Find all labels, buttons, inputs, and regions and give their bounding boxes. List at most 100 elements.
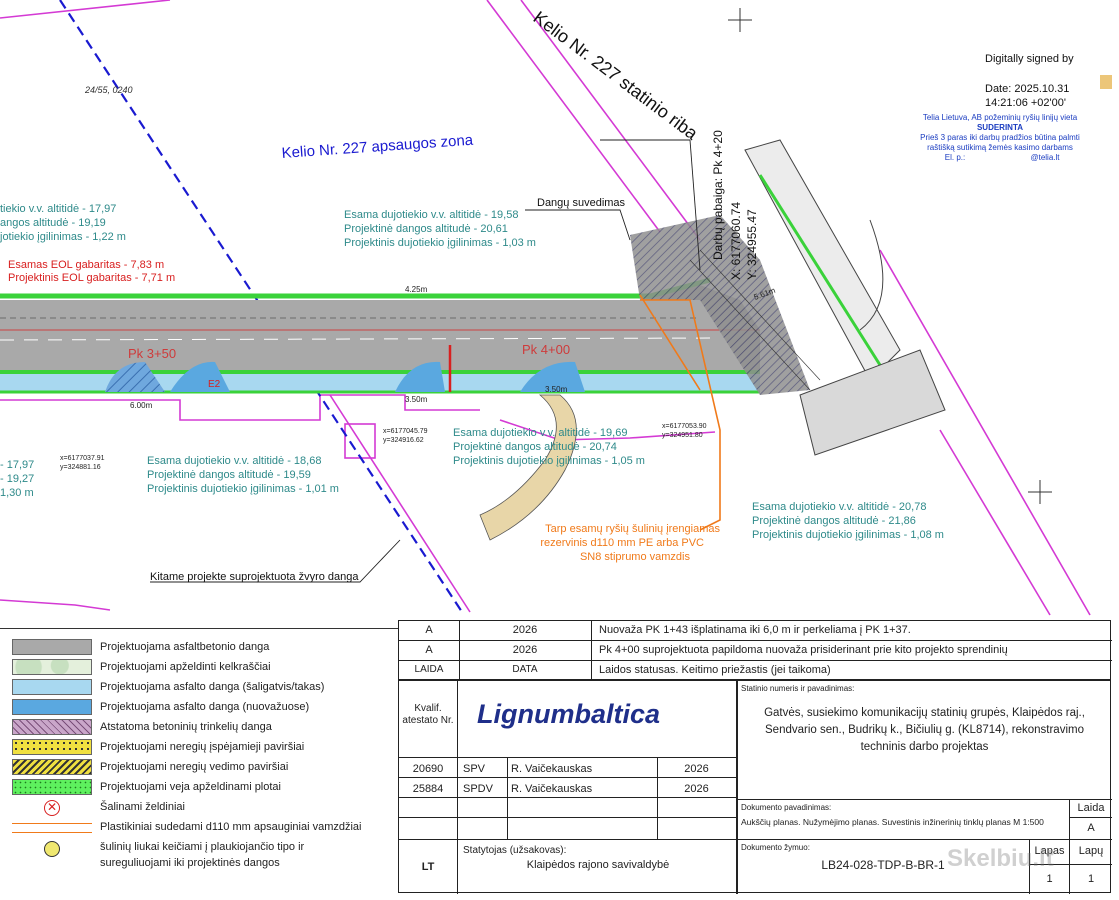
svg-text:SN8 stiprumo vamzdis: SN8 stiprumo vamzdis [580, 551, 691, 563]
coord-b1: x=6177037.91 [60, 455, 105, 462]
station-pk3: Pk 3+50 [128, 346, 176, 361]
gas-note-3: Esama dujotiekio v.v. altitidė - 19,69 P… [453, 427, 645, 467]
svg-text:@telia.lt: @telia.lt [1030, 153, 1060, 162]
work-end-label: Darbų pabaiga: Pk 4+20 [711, 130, 725, 260]
docname: Aukščių planas. Nužymėjimo planas. Suves… [741, 817, 1044, 827]
protection-zone-line [59, 0, 463, 613]
revision-table: A 2026 Nuovaža PK 1+43 išplatinama iki 6… [398, 620, 1112, 681]
object-title-line: Gatvės, susiekimo komunikacijų statinių … [764, 707, 1085, 719]
duct-lines [639, 294, 721, 531]
parcel-id: 24/55, 0240 [84, 85, 133, 95]
svg-text:Projektinė dangos altitudė - 2: Projektinė dangos altitudė - 20,74 [453, 441, 617, 453]
svg-text:14:21:06 +02'00': 14:21:06 +02'00' [985, 97, 1066, 109]
protection-zone-label: Kelio Nr. 227 apsaugos zona [281, 132, 474, 162]
person-no: 25884 [412, 783, 444, 795]
laida-value: A [1087, 822, 1095, 834]
qual-label-line: atestato Nr. [402, 715, 454, 726]
duct-note: Tarp esamų ryšių šulinių įrengiamas reze… [540, 523, 720, 563]
svg-text:Prieš 3 paras iki darbų pradži: Prieš 3 paras iki darbų pradžios būtina … [920, 133, 1080, 142]
legend-item: Projektuojami apželdinti kelkraščiai [0, 659, 398, 679]
legend-item: Projektuojami neregių vedimo paviršiai [0, 759, 398, 779]
dim-600: 6.00m [130, 401, 153, 410]
lawn-swatch [12, 779, 92, 795]
svg-text:angos altitudė - 19,19: angos altitudė - 19,19 [0, 217, 106, 229]
rev-date: 2026 [512, 644, 538, 656]
road-corridor [0, 277, 760, 394]
work-end-y: Y: 324955.47 [745, 209, 759, 280]
lapu-label: Lapų [1078, 845, 1104, 857]
svg-text:Digitally signed by: Digitally signed by [985, 53, 1074, 65]
gas-note-2: Esama dujotiekio v.v. altitidė - 18,68 P… [147, 455, 339, 495]
person-no: 20690 [412, 763, 444, 775]
eol-note: Esamas EOL gabaritas - 7,83 m Projektini… [8, 259, 175, 284]
legend-item: Projektuojama asfaltbetonio danga [0, 639, 398, 659]
svg-text:- 19,27: - 19,27 [0, 473, 34, 485]
gravel-path [479, 394, 577, 541]
object-label: Statinio numeris ir pavadinimas: [741, 684, 855, 693]
svg-text:tiekio v.v. altitidė - 17,97: tiekio v.v. altitidė - 17,97 [0, 203, 116, 215]
legend-item: Projektuojami neregių įspėjamieji pavirš… [0, 739, 398, 759]
svg-text:raštišką sutikimą žemės kasimo: raštišką sutikimą žemės kasimo darbams [927, 143, 1073, 152]
pavers-swatch [12, 719, 92, 735]
legend-label: Plastikiniai sudedami d110 mm apsauginia… [100, 821, 362, 833]
svg-text:Projektinis dujotiekio įgilini: Projektinis dujotiekio įgilinimas - 1,08… [752, 529, 944, 541]
leader-lines [150, 139, 701, 583]
green-shoulder-swatch [12, 659, 92, 675]
coord-a2: y=324916.62 [383, 437, 424, 444]
svg-text:Esama dujotiekio v.v. altitidė: Esama dujotiekio v.v. altitidė - 20,78 [752, 501, 926, 513]
legend-item: Projektuojami veja apželdinami plotai [0, 779, 398, 799]
svg-text:Esama dujotiekio v.v. altitidė: Esama dujotiekio v.v. altitidė - 19,58 [344, 209, 518, 221]
dim-425: 4.25m [405, 285, 428, 294]
rev-laida: A [425, 624, 433, 636]
svg-text:Esama dujotiekio v.v. altitidė: Esama dujotiekio v.v. altitidė - 18,68 [147, 455, 321, 467]
legend-label: Projektuojama asfalto danga (nuovažuose) [100, 701, 310, 713]
legend-item: Atstatoma betoninių trinkelių danga [0, 719, 398, 739]
legend-label: Projektuojama asfaltbetonio danga [100, 641, 270, 653]
rev-header-data: DATA [512, 664, 538, 675]
legend-label: Projektuojami apželdinti kelkraščiai [100, 661, 271, 673]
removed-tree-icon: ✕ [44, 800, 60, 816]
legend-item: Projektuojama asfalto danga (nuovažuose) [0, 699, 398, 719]
driveway-swatch [12, 699, 92, 715]
svg-text:SUDERINTA: SUDERINTA [977, 123, 1023, 132]
legend-item: šulinių liukai keičiami į plaukiojančio … [0, 839, 398, 875]
legend-label: Projektuojami neregių vedimo paviršiai [100, 761, 289, 773]
svg-text:Projektinis dujotiekio įgilini: Projektinis dujotiekio įgilinimas - 1,03… [344, 237, 536, 249]
owner-name: Klaipėdos rajono savivaldybė [526, 859, 670, 871]
watermark: Skelbiu.lt [947, 845, 1054, 872]
svg-text:rezervinis d110 mm PE arba PVC: rezervinis d110 mm PE arba PVC [540, 537, 704, 549]
dim-350b: 3.50m [545, 385, 568, 394]
coord-c2: y=324951.80 [662, 432, 703, 439]
person-year: 2026 [684, 763, 709, 775]
svg-text:Projektinė dangos altitudė - 2: Projektinė dangos altitudė - 20,61 [344, 223, 508, 235]
docname-label: Dokumento pavadinimas: [741, 803, 832, 812]
rev-date: 2026 [512, 624, 538, 636]
svg-text:Esama dujotiekio v.v. altitidė: Esama dujotiekio v.v. altitidė - 19,69 [453, 427, 627, 439]
legend-item: Projektuojama asfalto danga (šaligatvis/… [0, 679, 398, 699]
svg-text:Projektinė dangos altitudė - 2: Projektinė dangos altitudė - 21,86 [752, 515, 916, 527]
gas-note-left-2: - 17,97 - 19,27 1,30 m [0, 459, 34, 499]
svg-text:jotiekio įgilinimas - 1,22 m: jotiekio įgilinimas - 1,22 m [0, 231, 126, 243]
pipe-swatch [12, 823, 92, 833]
svg-text:1,30 m: 1,30 m [0, 487, 34, 499]
svg-text:Projektinis dujotiekio įgilini: Projektinis dujotiekio įgilinimas - 1,01… [147, 483, 339, 495]
rev-text: Pk 4+00 suprojektuota papildoma nuovaža … [599, 644, 1008, 656]
station-pk4: Pk 4+00 [522, 342, 570, 357]
person-name: R. Vaičekauskas [511, 783, 593, 795]
svg-text:El. p.:: El. p.: [945, 153, 965, 162]
company-logo: Lignumbaltica [477, 699, 661, 729]
person-name: R. Vaičekauskas [511, 763, 593, 775]
coord-a1: x=6177045.79 [383, 428, 428, 435]
svg-text:Telia Lietuva, AB požeminių ry: Telia Lietuva, AB požeminių ryšių linijų… [923, 113, 1078, 122]
junction-area [630, 139, 946, 456]
svg-text:Projektinis dujotiekio įgilini: Projektinis dujotiekio įgilinimas - 1,05… [453, 455, 645, 467]
legend-label: Projektuojami neregių įspėjamieji pavirš… [100, 741, 305, 753]
e2-label: E2 [208, 379, 221, 390]
docno-label: Dokumento žymuo: [741, 843, 810, 852]
gas-note-left: tiekio v.v. altitidė - 17,97 angos altit… [0, 203, 126, 243]
tactile-warning-swatch [12, 739, 92, 755]
person-role: SPDV [463, 783, 493, 795]
manhole-icon [44, 841, 60, 857]
svg-text:Projektinis EOL gabaritas - 7,: Projektinis EOL gabaritas - 7,71 m [8, 272, 175, 284]
coord-b2: y=324881.16 [60, 464, 101, 471]
